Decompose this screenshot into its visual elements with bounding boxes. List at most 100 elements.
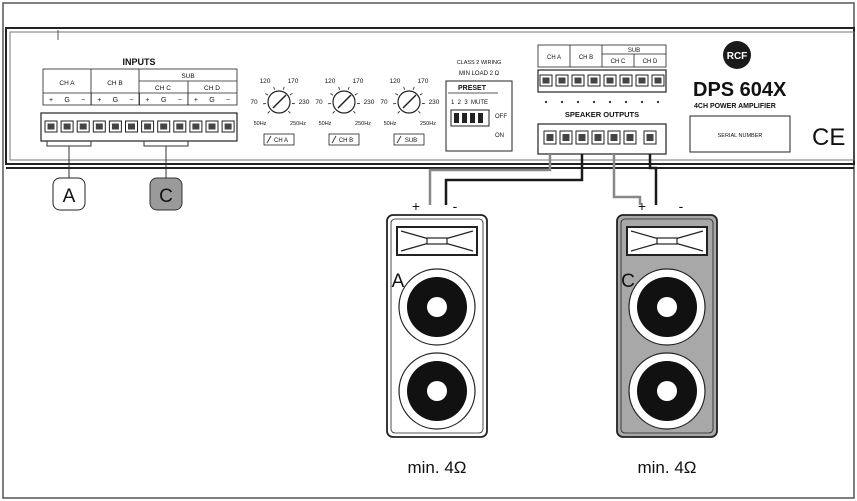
speaker-wires	[428, 154, 658, 205]
output-dot	[576, 100, 580, 104]
speaker-output-terminal	[575, 130, 589, 145]
inputs-title: INPUTS	[122, 57, 155, 67]
input-terminal	[60, 120, 74, 133]
output-terminal	[635, 74, 649, 87]
tag-c-label: C	[159, 186, 173, 207]
input-pin-label: G	[161, 97, 166, 104]
output-dot	[544, 100, 548, 104]
speaker-outputs-title: SPEAKER OUTPUTS	[565, 110, 639, 119]
speaker-cabinet: C+-min. 4Ω	[616, 198, 718, 477]
speaker-output-terminal	[607, 130, 621, 145]
input-terminal	[173, 120, 187, 133]
model-subtitle: 4CH POWER AMPLIFIER	[694, 103, 776, 110]
output-dot	[608, 100, 612, 104]
ce-mark: CE	[812, 124, 845, 151]
input-terminal	[141, 120, 155, 133]
tag-a: A	[52, 177, 86, 211]
woofer	[628, 352, 706, 430]
preset-title: PRESET	[458, 85, 487, 92]
knob-tick-label: 120	[390, 78, 401, 85]
speaker-plus-label: +	[638, 198, 646, 214]
preset-off-label: OFF	[495, 114, 507, 120]
knob-tick-label: 50Hz	[384, 121, 397, 127]
wire-a-minus	[444, 154, 584, 205]
knob-tick-label: 50Hz	[319, 121, 332, 127]
knob-tick-label: 50Hz	[254, 121, 267, 127]
input-pin-label: +	[97, 97, 101, 104]
knob-tick-label: 70	[250, 99, 258, 106]
rcf-logo	[723, 41, 751, 69]
output-terminal	[651, 74, 665, 87]
speaker-output-terminal	[591, 130, 605, 145]
speaker-output-terminal	[543, 130, 557, 145]
input-pin-label: +	[194, 97, 198, 104]
knob-tick-label: 230	[299, 99, 310, 106]
class-wiring-label: CLASS 2 WIRING	[457, 60, 502, 66]
knob-tick-label: 230	[364, 99, 375, 106]
preset-on-label: ON	[495, 133, 504, 139]
output-dot	[624, 100, 628, 104]
wire-a-plus	[428, 154, 552, 205]
preset-numbers: 1 2 3 MUTE	[451, 100, 488, 106]
input-a-bracket	[46, 141, 92, 178]
wire-c-plus	[612, 154, 642, 205]
output-dot	[640, 100, 644, 104]
knob-tick-label: 250Hz	[290, 121, 306, 127]
woofer	[398, 352, 476, 430]
input-c-bracket	[143, 141, 189, 178]
input-terminal-block	[40, 112, 238, 142]
out-ch-d-label: CH D	[643, 59, 658, 65]
input-terminal	[108, 120, 122, 133]
knob-tick-label: 170	[288, 78, 299, 85]
out-ch-c-label: CH C	[611, 59, 626, 65]
output-top-terminal-block	[537, 69, 667, 93]
inputs-section: INPUTS CH A CH B SUB CH C CH D +G−+G−+G−…	[40, 57, 238, 178]
preset-section: CLASS 2 WIRING MIN LOAD 2 Ω PRESET 1 2 3…	[445, 60, 513, 152]
input-terminal	[125, 120, 138, 133]
input-pin-label: −	[226, 97, 230, 104]
speaker-output-terminal	[623, 130, 637, 145]
knob-tick-label: 70	[380, 99, 388, 106]
out-ch-a-label: CH A	[547, 55, 561, 61]
knob-channel-tag: SUB	[405, 138, 417, 144]
tag-a-label: A	[63, 186, 76, 207]
speaker-impedance-caption: min. 4Ω	[407, 458, 466, 477]
output-dot	[592, 100, 596, 104]
input-pin-label: +	[146, 97, 150, 104]
dip-switches	[450, 109, 490, 127]
out-sub-label: SUB	[628, 48, 640, 54]
output-terminal	[587, 74, 601, 87]
wire-c-minus	[648, 154, 658, 205]
knob-tick-label: 250Hz	[355, 121, 371, 127]
input-terminal	[157, 120, 171, 133]
knob-channel-tag: CH A	[274, 138, 288, 144]
inputs-sub-label: SUB	[181, 73, 194, 80]
input-pin-label: −	[129, 97, 133, 104]
input-terminal	[189, 120, 203, 133]
knob-tick-label: 170	[353, 78, 364, 85]
inputs-ch-b-label: CH B	[107, 80, 123, 87]
speaker-label: A	[392, 271, 405, 292]
input-pin-label: G	[64, 97, 69, 104]
speaker-outputs-section: CH A CH B SUB CH C CH D SPEAKER OUTPUTS	[537, 44, 667, 155]
input-pin-label: −	[178, 97, 182, 104]
speaker-cabinet: A+-min. 4Ω	[386, 198, 488, 477]
input-pin-label: +	[49, 97, 53, 104]
knob-channel-tag: CH B	[339, 138, 353, 144]
speaker-output-terminal	[559, 130, 573, 145]
knob-tick-label: 170	[418, 78, 429, 85]
output-terminal	[555, 74, 569, 87]
output-terminal	[539, 74, 553, 87]
speaker-impedance-caption: min. 4Ω	[637, 458, 696, 477]
knob-tick-label: 230	[429, 99, 440, 106]
input-pin-labels: +G−+G−+G−+G−	[49, 93, 230, 105]
model-name: DPS 604X	[693, 79, 787, 101]
speaker-minus-label: -	[679, 198, 684, 214]
speakers: A+-min. 4ΩC+-min. 4Ω	[386, 198, 718, 477]
input-pin-label: G	[113, 97, 118, 104]
woofer	[398, 268, 476, 346]
input-terminal	[92, 120, 106, 133]
